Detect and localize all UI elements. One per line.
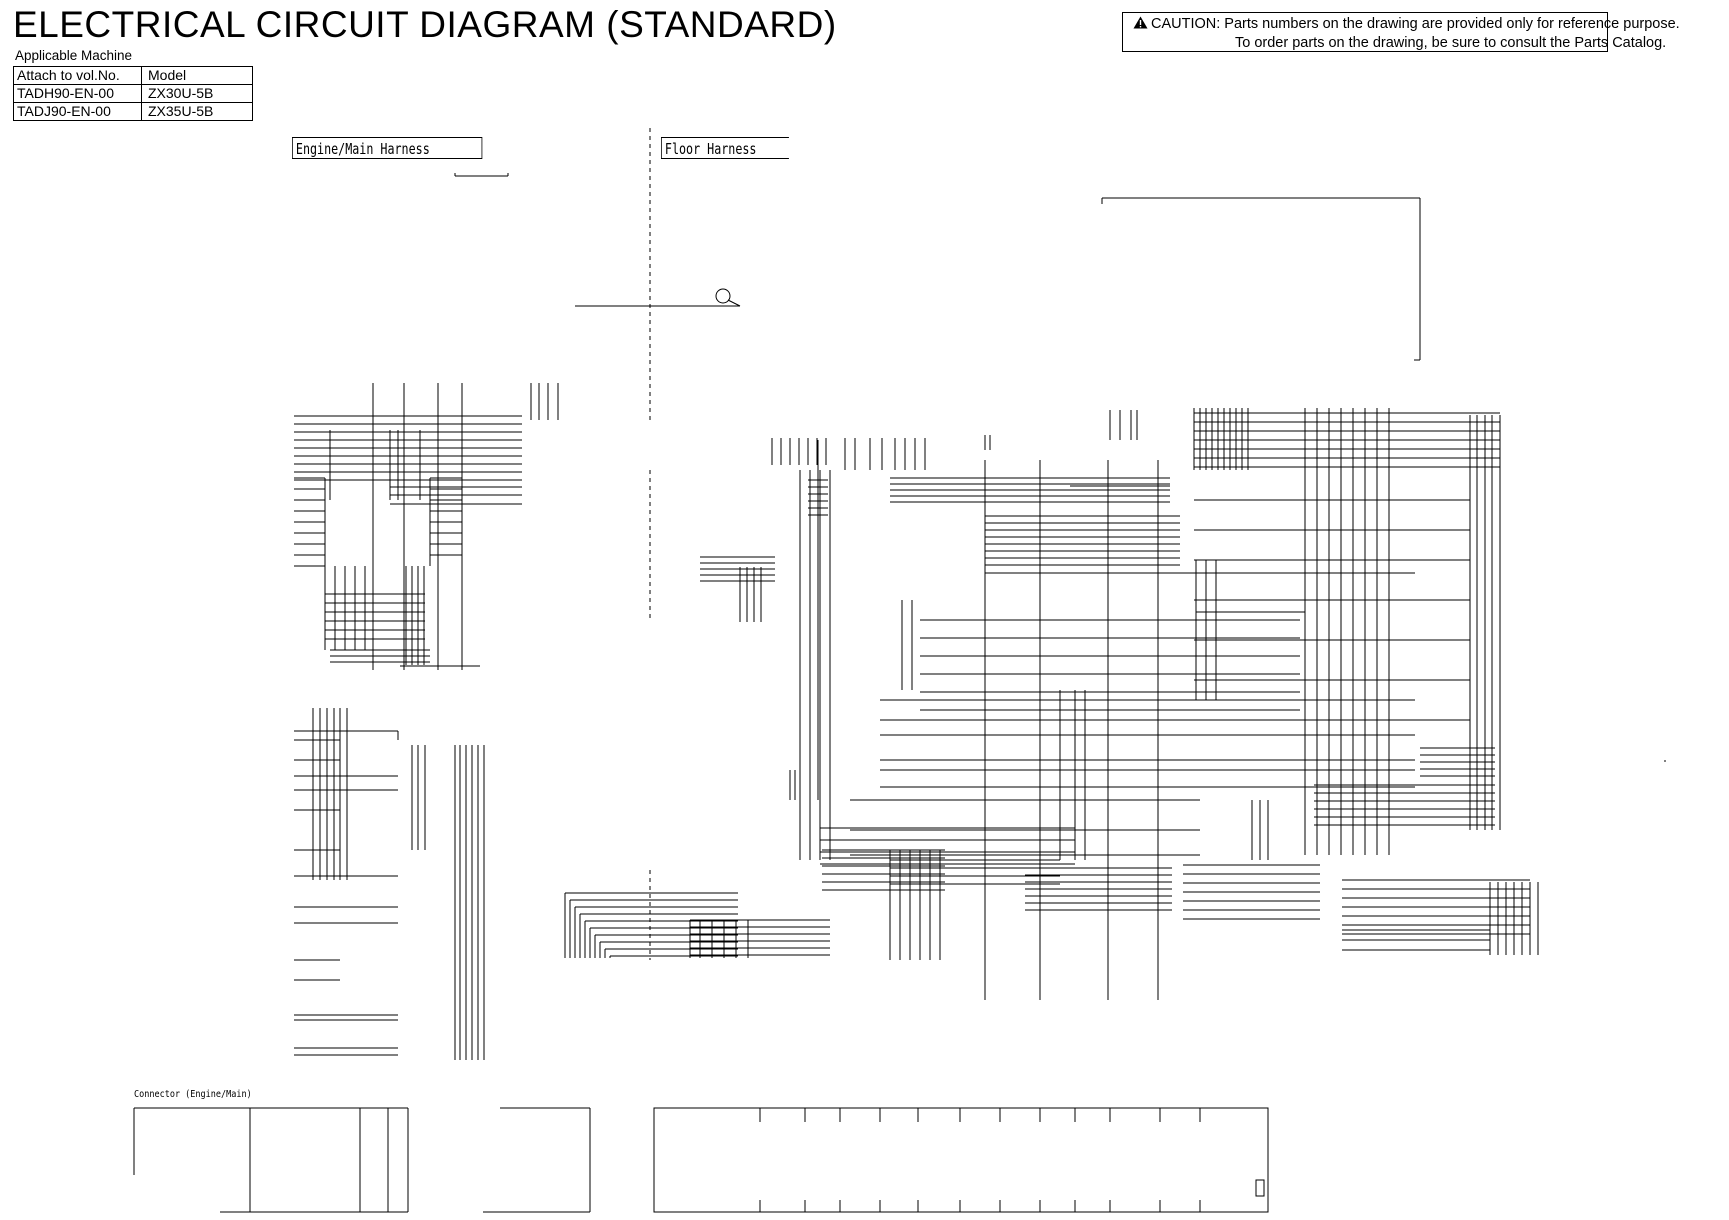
ground-lead xyxy=(727,299,741,307)
vol-cell: TADJ90-EN-00 xyxy=(13,102,142,121)
applicable-machine-table: Attach to vol.No. Model TADH90-EN-00 ZX3… xyxy=(13,66,253,121)
warning-triangle-icon xyxy=(1133,16,1148,34)
column-header-model: Model xyxy=(141,66,253,85)
applicable-machine-label: Applicable Machine xyxy=(15,48,133,63)
caution-box: CAUTION: Parts numbers on the drawing ar… xyxy=(1122,12,1680,52)
connector-mark xyxy=(1255,1179,1265,1197)
column-header-vol: Attach to vol.No. xyxy=(13,66,142,85)
ground-symbol-icon xyxy=(715,288,731,304)
connector-table-outline xyxy=(653,1107,1269,1213)
connector-engine-main-label: Connector (Engine/Main) xyxy=(134,1089,252,1100)
page-title: ELECTRICAL CIRCUIT DIAGRAM (STANDARD) xyxy=(13,4,837,45)
model-cell: ZX30U-5B xyxy=(141,84,253,103)
engine-main-harness-label: Engine/Main Harness xyxy=(292,137,483,159)
caution-line-1: CAUTION: Parts numbers on the drawing ar… xyxy=(1151,16,1680,32)
vol-cell: TADH90-EN-00 xyxy=(13,84,142,103)
caution-line-2: To order parts on the drawing, be sure t… xyxy=(1235,35,1667,51)
table-row: TADJ90-EN-00 ZX35U-5B xyxy=(13,102,253,121)
table-header-row: Attach to vol.No. Model xyxy=(13,66,253,85)
floor-harness-label: Floor Harness xyxy=(661,137,789,159)
model-cell: ZX35U-5B xyxy=(141,102,253,121)
table-row: TADH90-EN-00 ZX30U-5B xyxy=(13,84,253,103)
